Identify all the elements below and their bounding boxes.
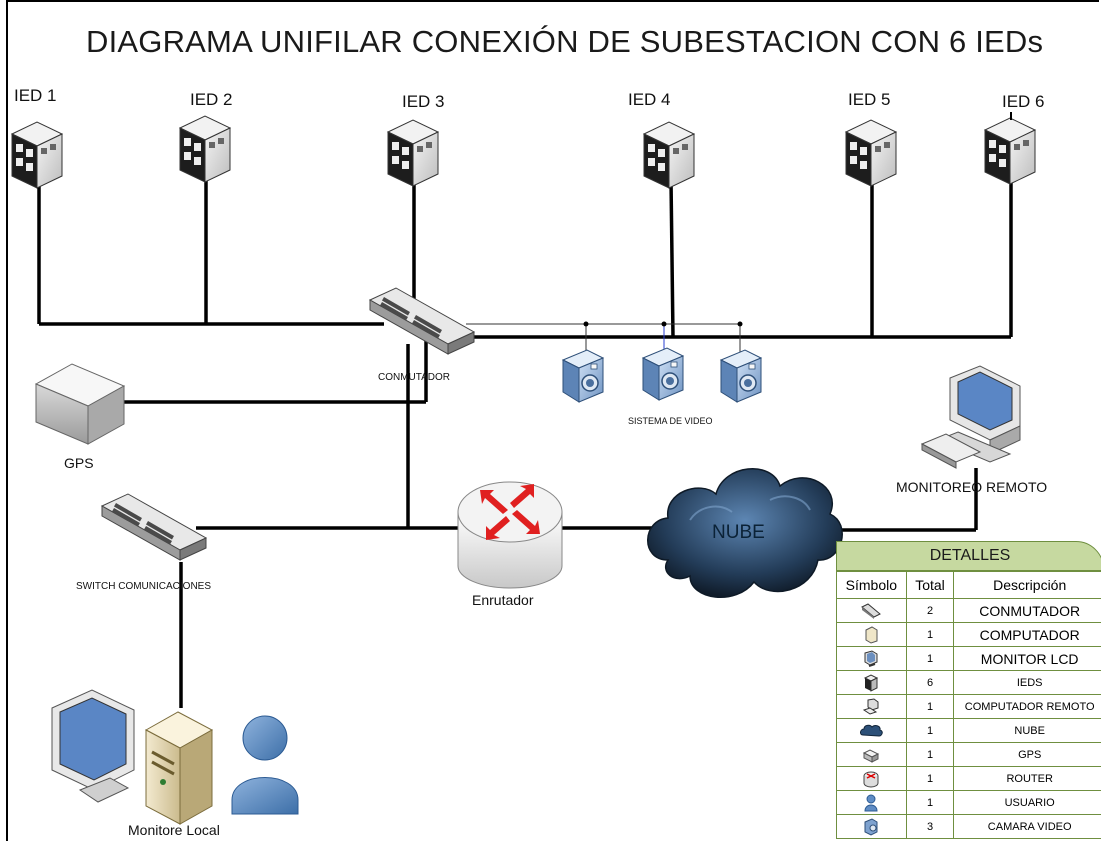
table-row: 2 CONMUTADOR [836, 598, 1101, 623]
details-grid: Símbolo Total Descripción 2 CONMUTADOR 1… [836, 571, 1101, 839]
video-system-label: SISTEMA DE VIDEO [628, 416, 713, 426]
computer-icon [836, 622, 907, 647]
cloud-icon [836, 718, 907, 743]
user-icon [231, 715, 299, 815]
workstation-icon [836, 694, 907, 719]
row-description: CONMUTADOR [953, 598, 1101, 623]
row-description: GPS [953, 742, 1101, 767]
details-title: DETALLES [836, 541, 1101, 571]
ied-1-icon [11, 121, 63, 189]
router-label: Enrutador [472, 592, 534, 608]
diagram-frame [6, 0, 1099, 841]
diagram-title: DIAGRAMA UNIFILAR CONEXIÓN DE SUBESTACIO… [86, 24, 1044, 59]
table-row: 1 MONITOR LCD [836, 646, 1101, 671]
header-total: Total [905, 571, 955, 599]
row-total: 2 [905, 598, 955, 623]
switch-comunicaciones-icon [101, 493, 207, 561]
row-description: USUARIO [953, 790, 1101, 815]
row-description: COMPUTADOR REMOTO [953, 694, 1101, 719]
table-row: 1 ROUTER [836, 766, 1101, 791]
router-icon [836, 766, 907, 791]
row-total: 1 [905, 718, 955, 743]
table-row: 1 USUARIO [836, 790, 1101, 815]
ied-1-label: IED 1 [14, 86, 57, 105]
header-symbol: Símbolo [836, 571, 907, 599]
header-description: Descripción [953, 571, 1101, 599]
camera-3-icon [720, 349, 762, 403]
switch-icon [836, 598, 907, 623]
remote-monitoring-label: MONITOREO REMOTO [896, 479, 1048, 495]
row-description: CAMARA VIDEO [953, 814, 1101, 839]
row-total: 1 [905, 742, 955, 767]
gps-label: GPS [64, 455, 94, 471]
row-total: 1 [905, 790, 955, 815]
row-description: MONITOR LCD [953, 646, 1101, 671]
user-icon [836, 790, 907, 815]
ied-2-label: IED 2 [190, 90, 233, 109]
ied-5-label: IED 5 [848, 90, 891, 109]
local-monitor-icon [51, 689, 135, 803]
row-total: 3 [905, 814, 955, 839]
camera-1-icon [562, 349, 604, 403]
ied-4-label: IED 4 [628, 90, 671, 109]
ied-3-label: IED 3 [402, 92, 445, 111]
row-description: NUBE [953, 718, 1101, 743]
row-total: 1 [905, 694, 955, 719]
cloud-icon [647, 468, 843, 599]
details-table: DETALLES Símbolo Total Descripción 2 CON… [836, 541, 1101, 841]
camera-icon [836, 814, 907, 839]
table-row: 6 IEDS [836, 670, 1101, 695]
router-icon [457, 481, 563, 589]
gps-icon [836, 742, 907, 767]
row-description: IEDS [953, 670, 1101, 695]
ied-6-label: IED 6 [1002, 92, 1045, 111]
row-total: 1 [905, 766, 955, 791]
ied-4-icon [643, 121, 695, 189]
ied-2-icon [179, 115, 231, 183]
local-monitor-label: Monitore Local [128, 822, 220, 838]
table-row: 1 COMPUTADOR [836, 622, 1101, 647]
row-total: 6 [905, 670, 955, 695]
ied-5-icon [845, 119, 897, 187]
gps-icon [34, 363, 126, 445]
monitor-icon [836, 646, 907, 671]
conmutador-icon [369, 287, 475, 355]
row-description: ROUTER [953, 766, 1101, 791]
ied-icon [836, 670, 907, 695]
row-total: 1 [905, 622, 955, 647]
table-row: 1 GPS [836, 742, 1101, 767]
table-row: 3 CAMARA VIDEO [836, 814, 1101, 839]
ied-3-icon [387, 119, 439, 187]
row-total: 1 [905, 646, 955, 671]
ied-6-icon [984, 117, 1036, 185]
table-row: 1 COMPUTADOR REMOTO [836, 694, 1101, 719]
cloud-label: NUBE [712, 522, 765, 543]
camera-2-icon [642, 347, 684, 401]
switch-comunicaciones-label: SWITCH COMUNICACIONES [76, 581, 211, 592]
details-header-row: Símbolo Total Descripción [836, 571, 1101, 599]
local-computer-icon [144, 711, 214, 825]
row-description: COMPUTADOR [953, 622, 1101, 647]
table-row: 1 NUBE [836, 718, 1101, 743]
remote-workstation-icon [920, 365, 1021, 469]
conmutador-label: CONMUTADOR [378, 372, 451, 383]
